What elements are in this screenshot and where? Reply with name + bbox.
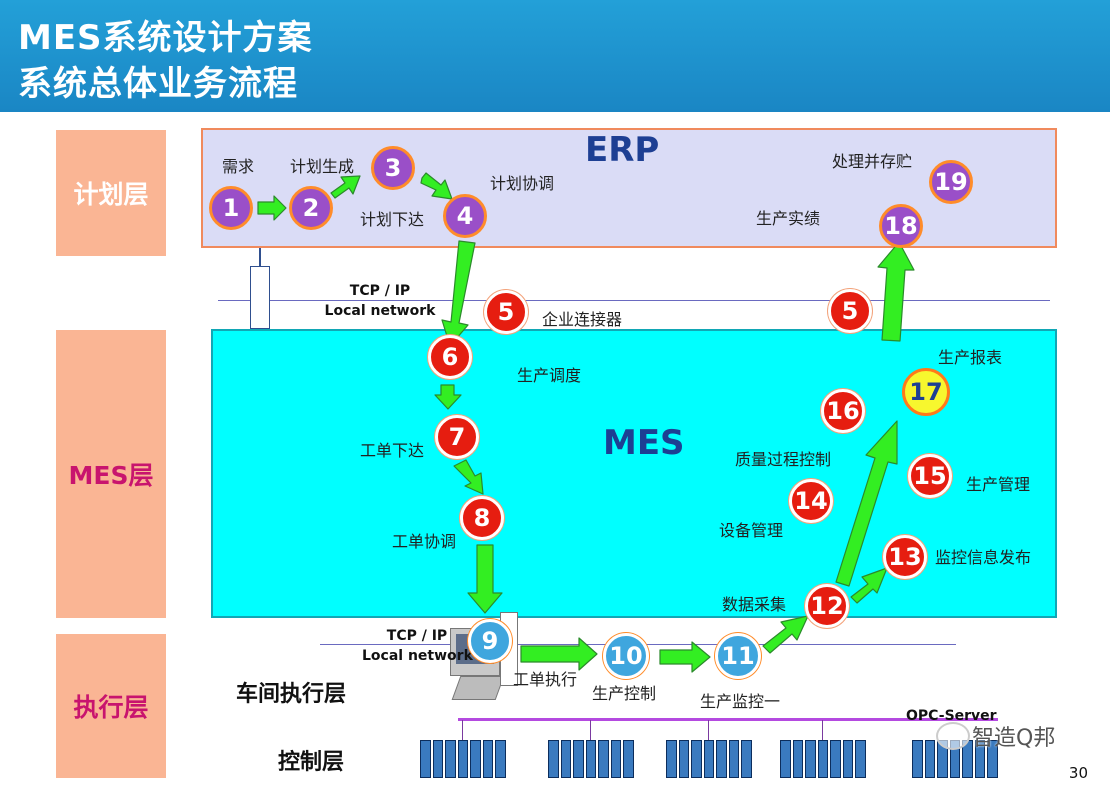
opc-server-label: OPC-Server: [906, 708, 997, 724]
arrow-12-17: [835, 420, 898, 587]
arrow-11-12: [762, 615, 809, 654]
label-control-layer: 控制层: [278, 750, 345, 775]
watermark-text: 智造Q邦: [972, 726, 1056, 751]
step-11: 11: [715, 633, 761, 679]
title-line-2: 系统总体业务流程: [18, 64, 298, 104]
plc-rack-1: [420, 740, 507, 778]
page-number: 30: [1068, 764, 1088, 782]
arrow-12-13: [850, 567, 888, 604]
arrow-10-11: [659, 641, 711, 673]
step-14: 14: [789, 479, 833, 523]
step-3: 3: [371, 146, 415, 190]
label-workshop-layer: 车间执行层: [236, 682, 347, 707]
step-15: 15: [908, 454, 952, 498]
label-prod-mgmt: 生产管理: [966, 475, 1031, 494]
step-13: 13: [883, 535, 927, 579]
step-9: 9: [468, 619, 512, 663]
step-7: 7: [435, 415, 479, 459]
arrow-6-7: [434, 384, 462, 410]
plc-drop-2: [590, 720, 591, 740]
label-plan-gen: 计划生成: [290, 157, 355, 176]
label-plan-issue: 计划下达: [360, 210, 425, 229]
plc-rack-4: [780, 740, 867, 778]
label-wo-issue: 工单下达: [360, 441, 425, 460]
arrow-8-9: [467, 544, 503, 614]
step-1: 1: [209, 186, 253, 230]
erp-title: ERP: [585, 130, 660, 170]
label-data-collect: 数据采集: [722, 595, 787, 614]
step-16: 16: [821, 389, 865, 433]
plc-rack-3: [666, 740, 753, 778]
label-demand: 需求: [222, 157, 255, 176]
label-ent-connector: 企业连接器: [542, 310, 623, 329]
label-wo-exec: 工单执行: [513, 670, 578, 689]
arrow-5-18: [877, 241, 915, 342]
label-monitor-pub: 监控信息发布: [935, 548, 1032, 567]
plc-drop-1: [462, 720, 463, 740]
step-12: 12: [805, 584, 849, 628]
step-19: 19: [929, 160, 973, 204]
plc-rack-2: [548, 740, 635, 778]
connector-stem: [259, 248, 261, 266]
bottom-network-tcp: TCP / IP: [386, 628, 448, 644]
step-6: 6: [428, 335, 472, 379]
step-18: 18: [879, 204, 923, 248]
arrow-7-8: [453, 459, 484, 495]
label-quality: 质量过程控制: [735, 450, 832, 469]
top-network-local: Local network: [324, 303, 436, 319]
plc-drop-4: [822, 720, 823, 740]
arrow-4-6: [441, 240, 476, 347]
label-process-store: 处理并存贮: [832, 152, 913, 171]
arrow-9-10: [520, 637, 598, 671]
step-8: 8: [460, 496, 504, 540]
arrow-2-3: [330, 175, 361, 199]
layer-label-exec: 执行层: [56, 634, 166, 778]
top-network-tcp: TCP / IP: [349, 283, 411, 299]
title-line-1: MES系统设计方案: [18, 18, 313, 58]
layer-label-mes: MES层: [56, 330, 166, 618]
arrow-3-4: [420, 172, 453, 200]
label-prod-report: 生产报表: [938, 348, 1003, 367]
opc-bus-line: [458, 718, 998, 721]
label-prod-control: 生产控制: [592, 684, 657, 703]
label-prod-monitor: 生产监控一: [700, 692, 781, 711]
label-prod-schedule: 生产调度: [517, 366, 582, 385]
step-5-left: 5: [484, 290, 528, 334]
plc-drop-3: [708, 720, 709, 740]
step-5-right: 5: [828, 289, 872, 333]
mes-title: MES: [603, 423, 685, 463]
wechat-icon: [936, 722, 970, 750]
header-bar: [0, 0, 1110, 112]
step-10: 10: [603, 633, 649, 679]
plc-rack-5: [912, 740, 999, 778]
bottom-network-local: Local network: [362, 648, 473, 664]
top-network-line: [218, 300, 1050, 301]
step-4: 4: [443, 194, 487, 238]
label-wo-coord: 工单协调: [392, 532, 457, 551]
step-2: 2: [289, 186, 333, 230]
network-connector: [250, 266, 270, 329]
label-equip-mgmt: 设备管理: [719, 521, 784, 540]
computer-keyboard-icon: [451, 676, 505, 700]
label-prod-perf: 生产实绩: [756, 209, 821, 228]
layer-label-plan: 计划层: [56, 130, 166, 256]
arrow-1-2: [257, 195, 287, 221]
label-plan-coord: 计划协调: [490, 174, 555, 193]
step-17: 17: [902, 368, 950, 416]
